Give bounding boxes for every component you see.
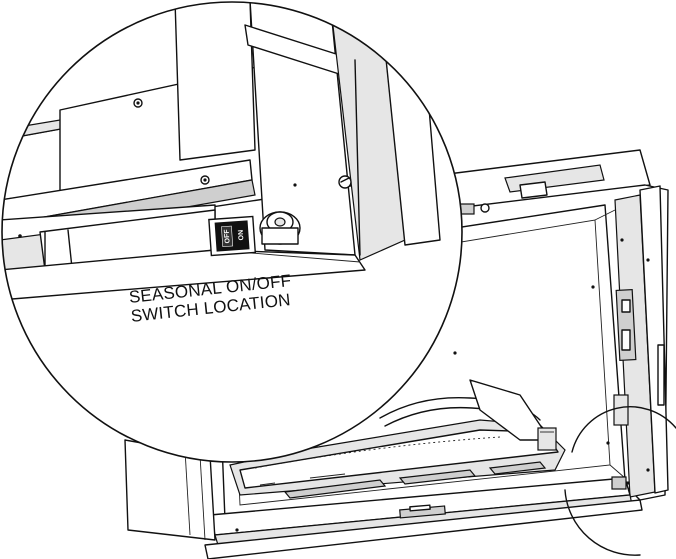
- seasonal-switch: OFF ON: [208, 215, 257, 257]
- switch-off-label: OFF: [224, 228, 232, 243]
- switch-on-label: ON: [238, 230, 246, 241]
- detail-circle-icon: [564, 406, 676, 556]
